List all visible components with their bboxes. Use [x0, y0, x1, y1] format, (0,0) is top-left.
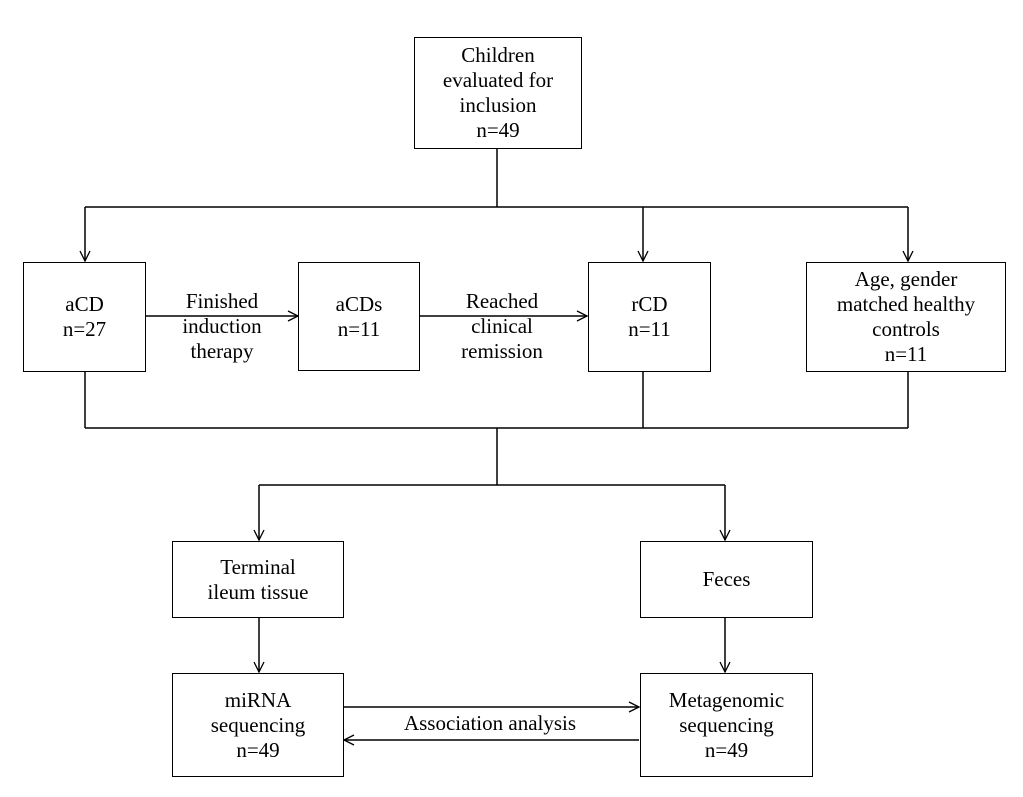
node-terminal-ileum-tissue: Terminal ileum tissue	[172, 541, 344, 618]
node-mirna-sequencing: miRNA sequencing n=49	[172, 673, 344, 777]
node-controls: Age, gender matched healthy controls n=1…	[806, 262, 1006, 372]
node-metagenomic-sequencing: Metagenomic sequencing n=49	[640, 673, 813, 777]
edge-label-reached-clinical-remission: Reached clinical remission	[461, 289, 543, 363]
node-acd: aCD n=27	[23, 262, 146, 372]
node-children: Children evaluated for inclusion n=49	[414, 37, 582, 149]
edge-label-finished-induction-therapy: Finished induction therapy	[182, 289, 262, 363]
edge-label-association-analysis: Association analysis	[403, 711, 577, 735]
node-feces: Feces	[640, 541, 813, 618]
node-rcd: rCD n=11	[588, 262, 711, 372]
node-acds: aCDs n=11	[298, 262, 420, 371]
